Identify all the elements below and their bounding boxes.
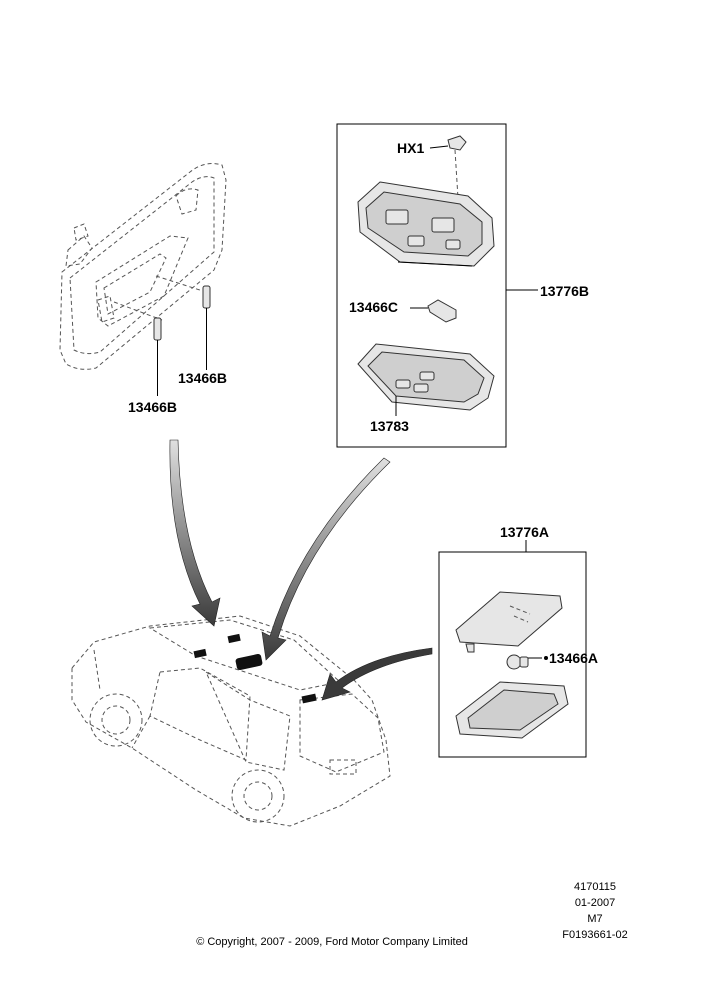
cargo-lamp-box <box>438 540 587 758</box>
cargo-lamp-bulb-13466a <box>506 654 548 670</box>
overhead-console-box <box>336 123 538 448</box>
console-housing <box>357 181 495 267</box>
footer-copyright: © Copyright, 2007 - 2009, Ford Motor Com… <box>196 936 468 948</box>
callout-13466a: 13466A <box>549 650 598 666</box>
arrow-cargo-to-vehicle <box>321 647 433 701</box>
footer-figure: F0193661-02 <box>562 929 627 941</box>
visor-bulb-lower <box>153 317 162 396</box>
screw-hx1 <box>429 135 467 199</box>
cargo-lamp-housing <box>455 681 569 739</box>
footer-date: 01-2007 <box>575 897 615 909</box>
sun-visor-illustration <box>59 163 227 370</box>
callout-13776a: 13776A <box>500 524 549 540</box>
footer-model: M7 <box>587 913 602 925</box>
vehicle-illustration <box>71 615 391 827</box>
visor-bulb-upper <box>202 285 211 370</box>
cargo-lamp-lens <box>455 591 563 653</box>
callout-13783: 13783 <box>370 418 409 434</box>
console-bulb-13466c <box>410 299 457 323</box>
arrow-console-to-vehicle <box>261 457 391 661</box>
console-lens-13783 <box>357 343 495 416</box>
footer-code: 4170115 <box>574 881 616 893</box>
arrow-visor-to-vehicle <box>169 439 221 627</box>
callout-13776b: 13776B <box>540 283 589 299</box>
callout-13466c: 13466C <box>349 299 398 315</box>
callout-13466b-lower: 13466B <box>128 399 177 415</box>
callout-hx1: HX1 <box>397 140 424 156</box>
callout-13466b-upper: 13466B <box>178 370 227 386</box>
